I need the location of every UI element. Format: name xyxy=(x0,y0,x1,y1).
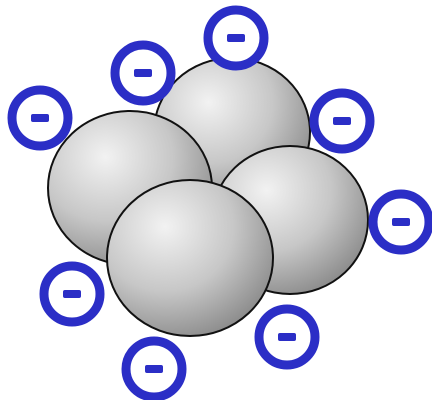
negative-charge-icon-4 xyxy=(314,93,370,149)
minus-sign-icon xyxy=(134,69,152,77)
negative-charge-icon-2 xyxy=(115,45,171,101)
negative-charge-icon-8 xyxy=(126,341,182,397)
negative-charge-icon-5 xyxy=(373,194,429,250)
minus-sign-icon xyxy=(278,333,296,341)
minus-sign-icon xyxy=(227,34,245,42)
negative-charge-icon-7 xyxy=(259,309,315,365)
minus-sign-icon xyxy=(333,117,351,125)
minus-sign-icon xyxy=(392,218,410,226)
minus-sign-icon xyxy=(63,290,81,298)
minus-sign-icon xyxy=(145,365,163,373)
minus-sign-icon xyxy=(31,114,49,122)
negative-charge-icon-3 xyxy=(12,90,68,146)
negative-charge-icon-6 xyxy=(44,266,100,322)
negative-charge-icon-1 xyxy=(208,10,264,66)
gray-sphere-icon-4 xyxy=(107,180,273,336)
